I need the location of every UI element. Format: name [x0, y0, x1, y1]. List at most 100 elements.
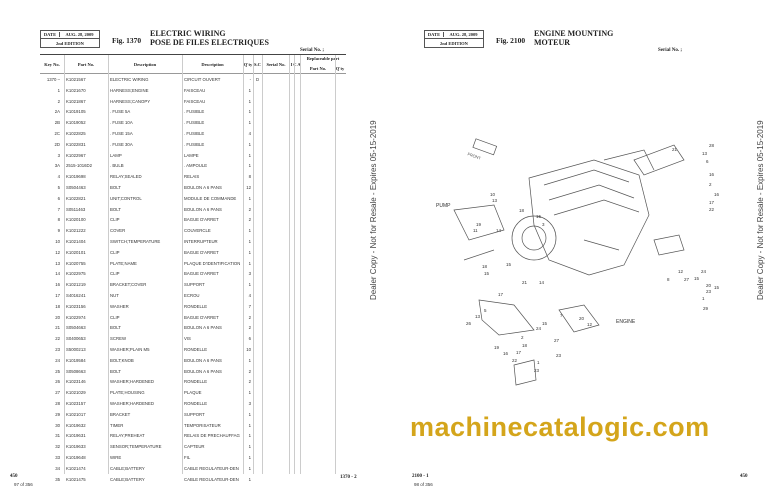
- callout-number: 27: [684, 277, 690, 282]
- part-no: S0400653: [66, 336, 86, 342]
- callout-number: 27: [554, 338, 560, 343]
- header-replaceable: Replaceable part: [306, 56, 340, 61]
- key-no: 32: [55, 444, 60, 450]
- description-fr: RONDELLE: [184, 379, 208, 385]
- header-serial: Serial No.: [266, 62, 286, 67]
- pump: [453, 204, 505, 241]
- callout-number: 1: [537, 360, 540, 365]
- callout-number: 18: [522, 343, 528, 348]
- quantity: 1: [248, 411, 251, 417]
- description: BOLT: [110, 325, 121, 331]
- description-fr: BAGUE D'ARRET: [184, 249, 219, 255]
- description-fr: RELAIS DE PRECHAUFFAG: [184, 433, 240, 439]
- description: SWITCH;TEMPERATURE: [110, 239, 161, 244]
- footer-fig: 2100 - 1: [412, 474, 429, 479]
- date-value: AUG. 28, 2009: [65, 32, 94, 37]
- key-no: 30: [55, 422, 60, 428]
- part-no: K1021474: [66, 465, 86, 471]
- header-desc: Description: [133, 62, 157, 67]
- quantity: 4: [248, 293, 251, 298]
- header-key: Key No.: [44, 62, 60, 67]
- description: . FUSE 15A: [110, 131, 133, 136]
- description-fr: FAISCEAU: [184, 98, 206, 104]
- quantity: 1: [248, 195, 251, 201]
- callout-number: 13: [492, 198, 498, 203]
- quantity: 2: [248, 217, 251, 223]
- part-no: K1020755: [66, 260, 86, 266]
- description: PLATE;HOUSING: [110, 390, 145, 396]
- part-no: S5000213: [66, 347, 86, 352]
- callout-number: 16: [714, 192, 720, 197]
- part-no: K1019105: [66, 109, 86, 115]
- callout-number: 17: [709, 200, 715, 205]
- key-no: 22: [55, 336, 60, 342]
- key-no: 23: [55, 347, 60, 352]
- description: WIRE: [110, 455, 122, 460]
- part-no: S4016241: [66, 293, 86, 298]
- part-no: K1019584: [66, 357, 86, 363]
- key-no: 6: [57, 195, 60, 201]
- description: SENSOR;TEMPERATURE: [110, 444, 162, 450]
- description: BOLT: [110, 368, 121, 374]
- description-fr: . FUSIBLE: [184, 109, 205, 115]
- description: COVER: [110, 228, 126, 234]
- callout-number: 10: [490, 192, 496, 197]
- header-qty: Q'ty: [243, 62, 253, 67]
- quantity: 1: [248, 465, 251, 471]
- bracket: [633, 144, 685, 176]
- callout-number: 6: [706, 159, 709, 164]
- quantity: 1: [248, 87, 251, 93]
- key-no: 10: [55, 239, 60, 244]
- engine-block: [528, 159, 650, 276]
- callout-number: 7: [560, 313, 563, 318]
- callout-number: 3: [542, 222, 545, 227]
- description-fr: RONDELLE: [184, 303, 208, 309]
- sc: D: [256, 77, 260, 82]
- part-no: S0508663: [66, 368, 86, 374]
- quantity: 1: [248, 239, 251, 244]
- key-no: 2A: [54, 109, 60, 115]
- key-no: 34: [55, 465, 60, 471]
- title-en: ENGINE MOUNTING: [534, 29, 614, 38]
- quantity: -: [249, 77, 251, 82]
- quantity: 2: [248, 314, 251, 320]
- part-no: K1021567: [66, 77, 86, 82]
- callout-number: 24: [536, 326, 542, 331]
- part-no: K1021404: [66, 239, 86, 244]
- header-ic: I: [290, 62, 293, 67]
- callout-number: 15: [506, 262, 512, 267]
- key-no: 18: [55, 303, 60, 309]
- figure-title: ENGINE MOUNTING MOTEUR: [534, 29, 614, 47]
- key-no: 7: [57, 206, 60, 212]
- key-no: 14: [55, 271, 60, 277]
- description-fr: . FUSIBLE: [184, 141, 205, 147]
- callout-number: 11: [473, 228, 478, 233]
- callout-number: 16: [503, 351, 509, 356]
- watermark-right: Dealer Copy - Not for Resale - Expires 0…: [756, 120, 765, 300]
- header-ca: C A: [293, 62, 301, 67]
- callout-number: 14: [496, 228, 502, 233]
- key-no: 5: [57, 185, 60, 190]
- callout-number: 29: [703, 306, 709, 311]
- quantity: 1: [248, 357, 251, 363]
- header-rep-part: Part No.: [309, 66, 327, 71]
- part-no: K1019052: [66, 120, 86, 126]
- date-value: AUG. 28, 2009: [449, 32, 478, 37]
- part-no: K1021029: [66, 390, 86, 396]
- quantity: 1: [248, 433, 251, 439]
- description-fr: RONDELLE: [184, 347, 208, 352]
- key-no: 12: [55, 249, 60, 255]
